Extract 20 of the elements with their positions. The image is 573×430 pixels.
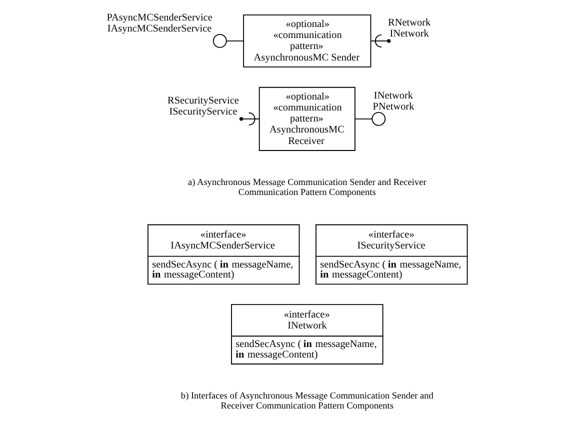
node-label: IAsyncMCSenderService (107, 23, 212, 34)
connector (354, 118, 372, 120)
node-label: INetwork (374, 90, 414, 102)
node-label: ISecurityService (169, 106, 238, 118)
node-socket (387, 39, 391, 43)
node-label: RNetwork (388, 17, 431, 28)
label: b) Interfaces of Asynchronous Message Communication Sender and Receiver Communication Pattern Components (180, 391, 434, 412)
node-label: PAsyncMCSenderService (106, 12, 212, 24)
node-label: PNetwork (372, 101, 414, 112)
node-circle (212, 34, 227, 48)
node-box: «optional» «communication pattern» AsynchronousMC Receiver (258, 86, 356, 151)
connector (226, 40, 244, 42)
node-socket (239, 117, 244, 121)
node-circle (372, 112, 386, 126)
node-box: «optional» «communication pattern» AsynchronousMC Sender (243, 14, 372, 68)
connector (242, 112, 260, 126)
node-label: INetwork (390, 28, 429, 40)
node-label: RSecurityService (168, 95, 239, 106)
label: a) Asynchronous Message Communication Sender and Receiver Communication Pattern Components (188, 178, 426, 198)
connector (370, 34, 388, 48)
